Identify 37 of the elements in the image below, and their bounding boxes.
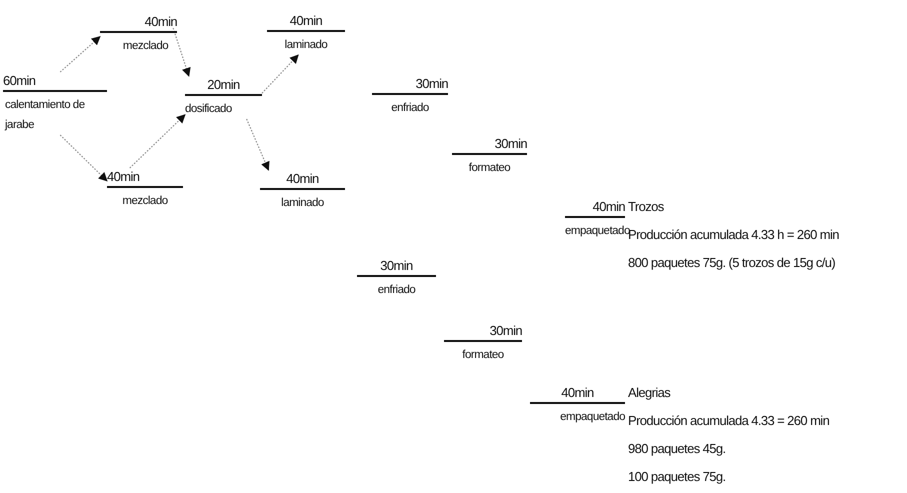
duration-label: 40min — [286, 171, 319, 186]
production-note: Trozos — [628, 199, 664, 214]
production-note: 100 paquetes 75g. — [628, 469, 726, 484]
duration-label: 60min — [3, 73, 36, 88]
step-name: formateo — [468, 162, 510, 174]
step-name: enfriado — [391, 102, 429, 114]
duration-label: 40min — [592, 199, 625, 214]
step-name: mezclado — [122, 195, 168, 207]
step-name: enfriado — [378, 284, 416, 296]
duration-label: 30min — [380, 258, 413, 273]
step-name: empaquetado — [560, 411, 625, 423]
production-note: Producción acumulada 4.33 = 260 min — [628, 413, 830, 428]
duration-label: 30min — [494, 136, 527, 151]
step-name: mezclado — [122, 40, 168, 52]
duration-label: 40min — [144, 14, 177, 29]
duration-label: 30min — [490, 323, 522, 338]
arrow — [60, 36, 101, 72]
step-name: dosificado — [185, 103, 232, 115]
arrow — [60, 134, 108, 182]
duration-label: 40min — [290, 13, 322, 28]
arrow — [262, 54, 299, 94]
production-note: Alegrias — [628, 385, 670, 400]
step-name: laminado — [281, 197, 324, 209]
production-note: 800 paquetes 75g. (5 trozos de 15g c/u) — [628, 255, 836, 270]
step-name: calentamiento de jarabe — [5, 99, 85, 131]
duration-label: 20min — [207, 77, 240, 92]
step-name: laminado — [284, 39, 328, 51]
arrow — [172, 28, 191, 77]
arrow — [246, 118, 270, 171]
step-name: empaquetado — [565, 225, 630, 237]
production-note: 980 paquetes 45g. — [628, 441, 726, 456]
duration-label: 30min — [416, 76, 448, 91]
step-name: formateo — [462, 349, 504, 361]
duration-label: 40min — [107, 169, 140, 184]
production-note: Producción acumulada 4.33 h = 260 min — [628, 227, 839, 242]
duration-label: 40min — [561, 385, 594, 400]
arrow — [129, 114, 186, 168]
